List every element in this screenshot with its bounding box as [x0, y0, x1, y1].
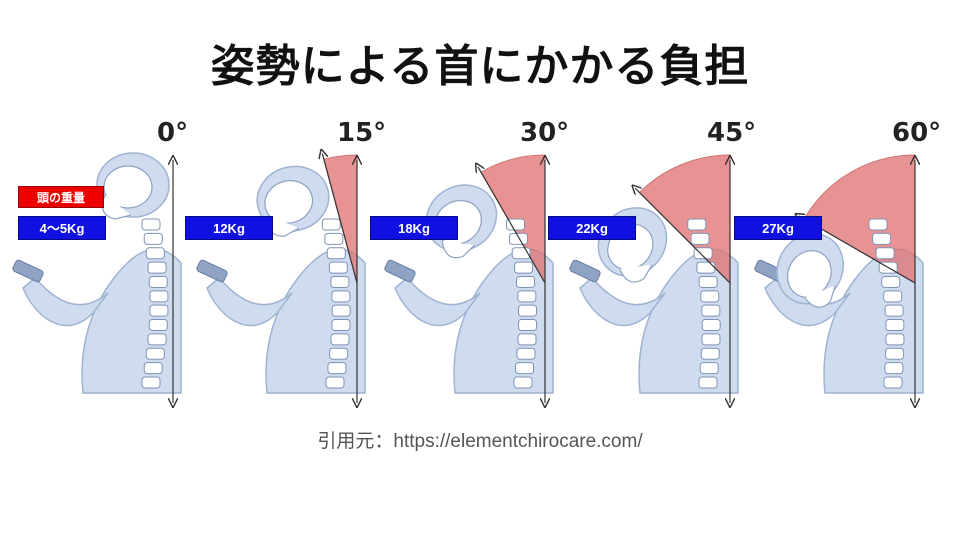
- vertebra-icon: [693, 247, 713, 260]
- weight-label-60: 27Kg: [734, 216, 822, 240]
- vertebra-icon: [326, 247, 346, 260]
- vertebra-icon: [149, 304, 169, 317]
- vertebra-icon: [328, 261, 348, 274]
- vertebra-icon: [701, 333, 721, 346]
- vertebra-icon: [145, 247, 165, 260]
- vertebra-icon: [141, 218, 161, 231]
- angle-label-60: 60°: [892, 118, 942, 148]
- arm-shape: [579, 276, 666, 327]
- vertebra-icon: [330, 275, 350, 288]
- vertebra-icon: [516, 275, 536, 288]
- vertebra-icon: [331, 304, 351, 317]
- vertebra-icon: [872, 232, 892, 245]
- vertebra-icon: [145, 347, 165, 360]
- vertebra-icon: [883, 376, 903, 389]
- head-weight-label: 頭の重量: [18, 186, 104, 208]
- vertebra-icon: [875, 247, 895, 260]
- vertebra-icon: [701, 319, 721, 332]
- vertebra-icon: [325, 376, 345, 389]
- angle-label-30: 30°: [520, 118, 570, 148]
- vertebra-icon: [687, 218, 707, 231]
- vertebra-icon: [698, 376, 718, 389]
- vertebra-icon: [700, 347, 720, 360]
- phone-icon: [384, 259, 416, 283]
- vertebra-icon: [329, 347, 349, 360]
- weight-label-45: 22Kg: [548, 216, 636, 240]
- vertebra-icon: [331, 290, 351, 303]
- arm-shape: [22, 276, 109, 327]
- slide-title: 姿勢による首にかかる負担: [210, 41, 750, 92]
- vertebra-icon: [868, 218, 888, 231]
- vertebra-icon: [885, 347, 905, 360]
- angle-label-15: 15°: [337, 118, 387, 148]
- vertebra-icon: [143, 232, 163, 245]
- vertebra-icon: [149, 290, 169, 303]
- weight-label-15: 12Kg: [185, 216, 273, 240]
- phone-icon: [569, 259, 601, 283]
- citation-text: 引用元：https://elementchirocare.com/: [317, 431, 643, 452]
- vertebra-icon: [508, 232, 528, 245]
- head-skull: [96, 152, 170, 220]
- head-skull: [256, 165, 330, 237]
- weight-label-0: 4〜5Kg: [18, 216, 106, 240]
- phone-icon: [12, 259, 44, 283]
- vertebra-icon: [700, 290, 720, 303]
- vertebra-icon: [148, 275, 168, 288]
- vertebra-icon: [147, 333, 167, 346]
- vertebra-icon: [148, 319, 168, 332]
- vertebra-icon: [518, 304, 538, 317]
- vertebra-icon: [690, 232, 710, 245]
- vertebra-icon: [516, 347, 536, 360]
- vertebra-icon: [506, 218, 525, 231]
- weight-label-30: 18Kg: [370, 216, 458, 240]
- head-skull: [776, 232, 844, 308]
- vertebra-icon: [699, 362, 719, 375]
- vertebra-icon: [883, 290, 903, 303]
- vertebra-icon: [517, 333, 537, 346]
- arm-shape: [394, 276, 481, 327]
- vertebra-icon: [331, 319, 351, 332]
- vertebra-icon: [147, 261, 167, 274]
- vertebra-icon: [698, 275, 718, 288]
- vertebra-icon: [518, 319, 538, 332]
- vertebra-icon: [885, 319, 905, 332]
- vertebra-icon: [327, 362, 347, 375]
- angle-label-0: 0°: [157, 118, 189, 148]
- vertebra-icon: [884, 362, 904, 375]
- vertebra-icon: [513, 376, 533, 389]
- vertebra-icon: [696, 261, 716, 274]
- tilt-reference-line: [635, 188, 731, 284]
- vertebra-icon: [141, 376, 161, 389]
- vertebra-icon: [515, 362, 535, 375]
- posture-illustration: [12, 115, 924, 415]
- vertebra-icon: [324, 232, 344, 245]
- vertebra-icon: [885, 333, 905, 346]
- posture-figure: 0° 15° 30° 45° 60° 頭の重量 4〜5Kg 12Kg 18Kg …: [0, 115, 960, 415]
- vertebra-icon: [884, 304, 904, 317]
- phone-icon: [196, 259, 228, 283]
- vertebra-icon: [514, 261, 534, 274]
- tilt-reference-line: [478, 167, 546, 284]
- tilt-reference-line: [322, 154, 358, 284]
- vertebra-icon: [701, 304, 721, 317]
- vertebra-icon: [881, 275, 901, 288]
- vertebra-icon: [330, 333, 350, 346]
- vertebra-icon: [517, 290, 537, 303]
- angle-label-45: 45°: [707, 118, 757, 148]
- vertebra-icon: [143, 362, 163, 375]
- arm-shape: [206, 276, 293, 327]
- vertebra-icon: [321, 218, 341, 231]
